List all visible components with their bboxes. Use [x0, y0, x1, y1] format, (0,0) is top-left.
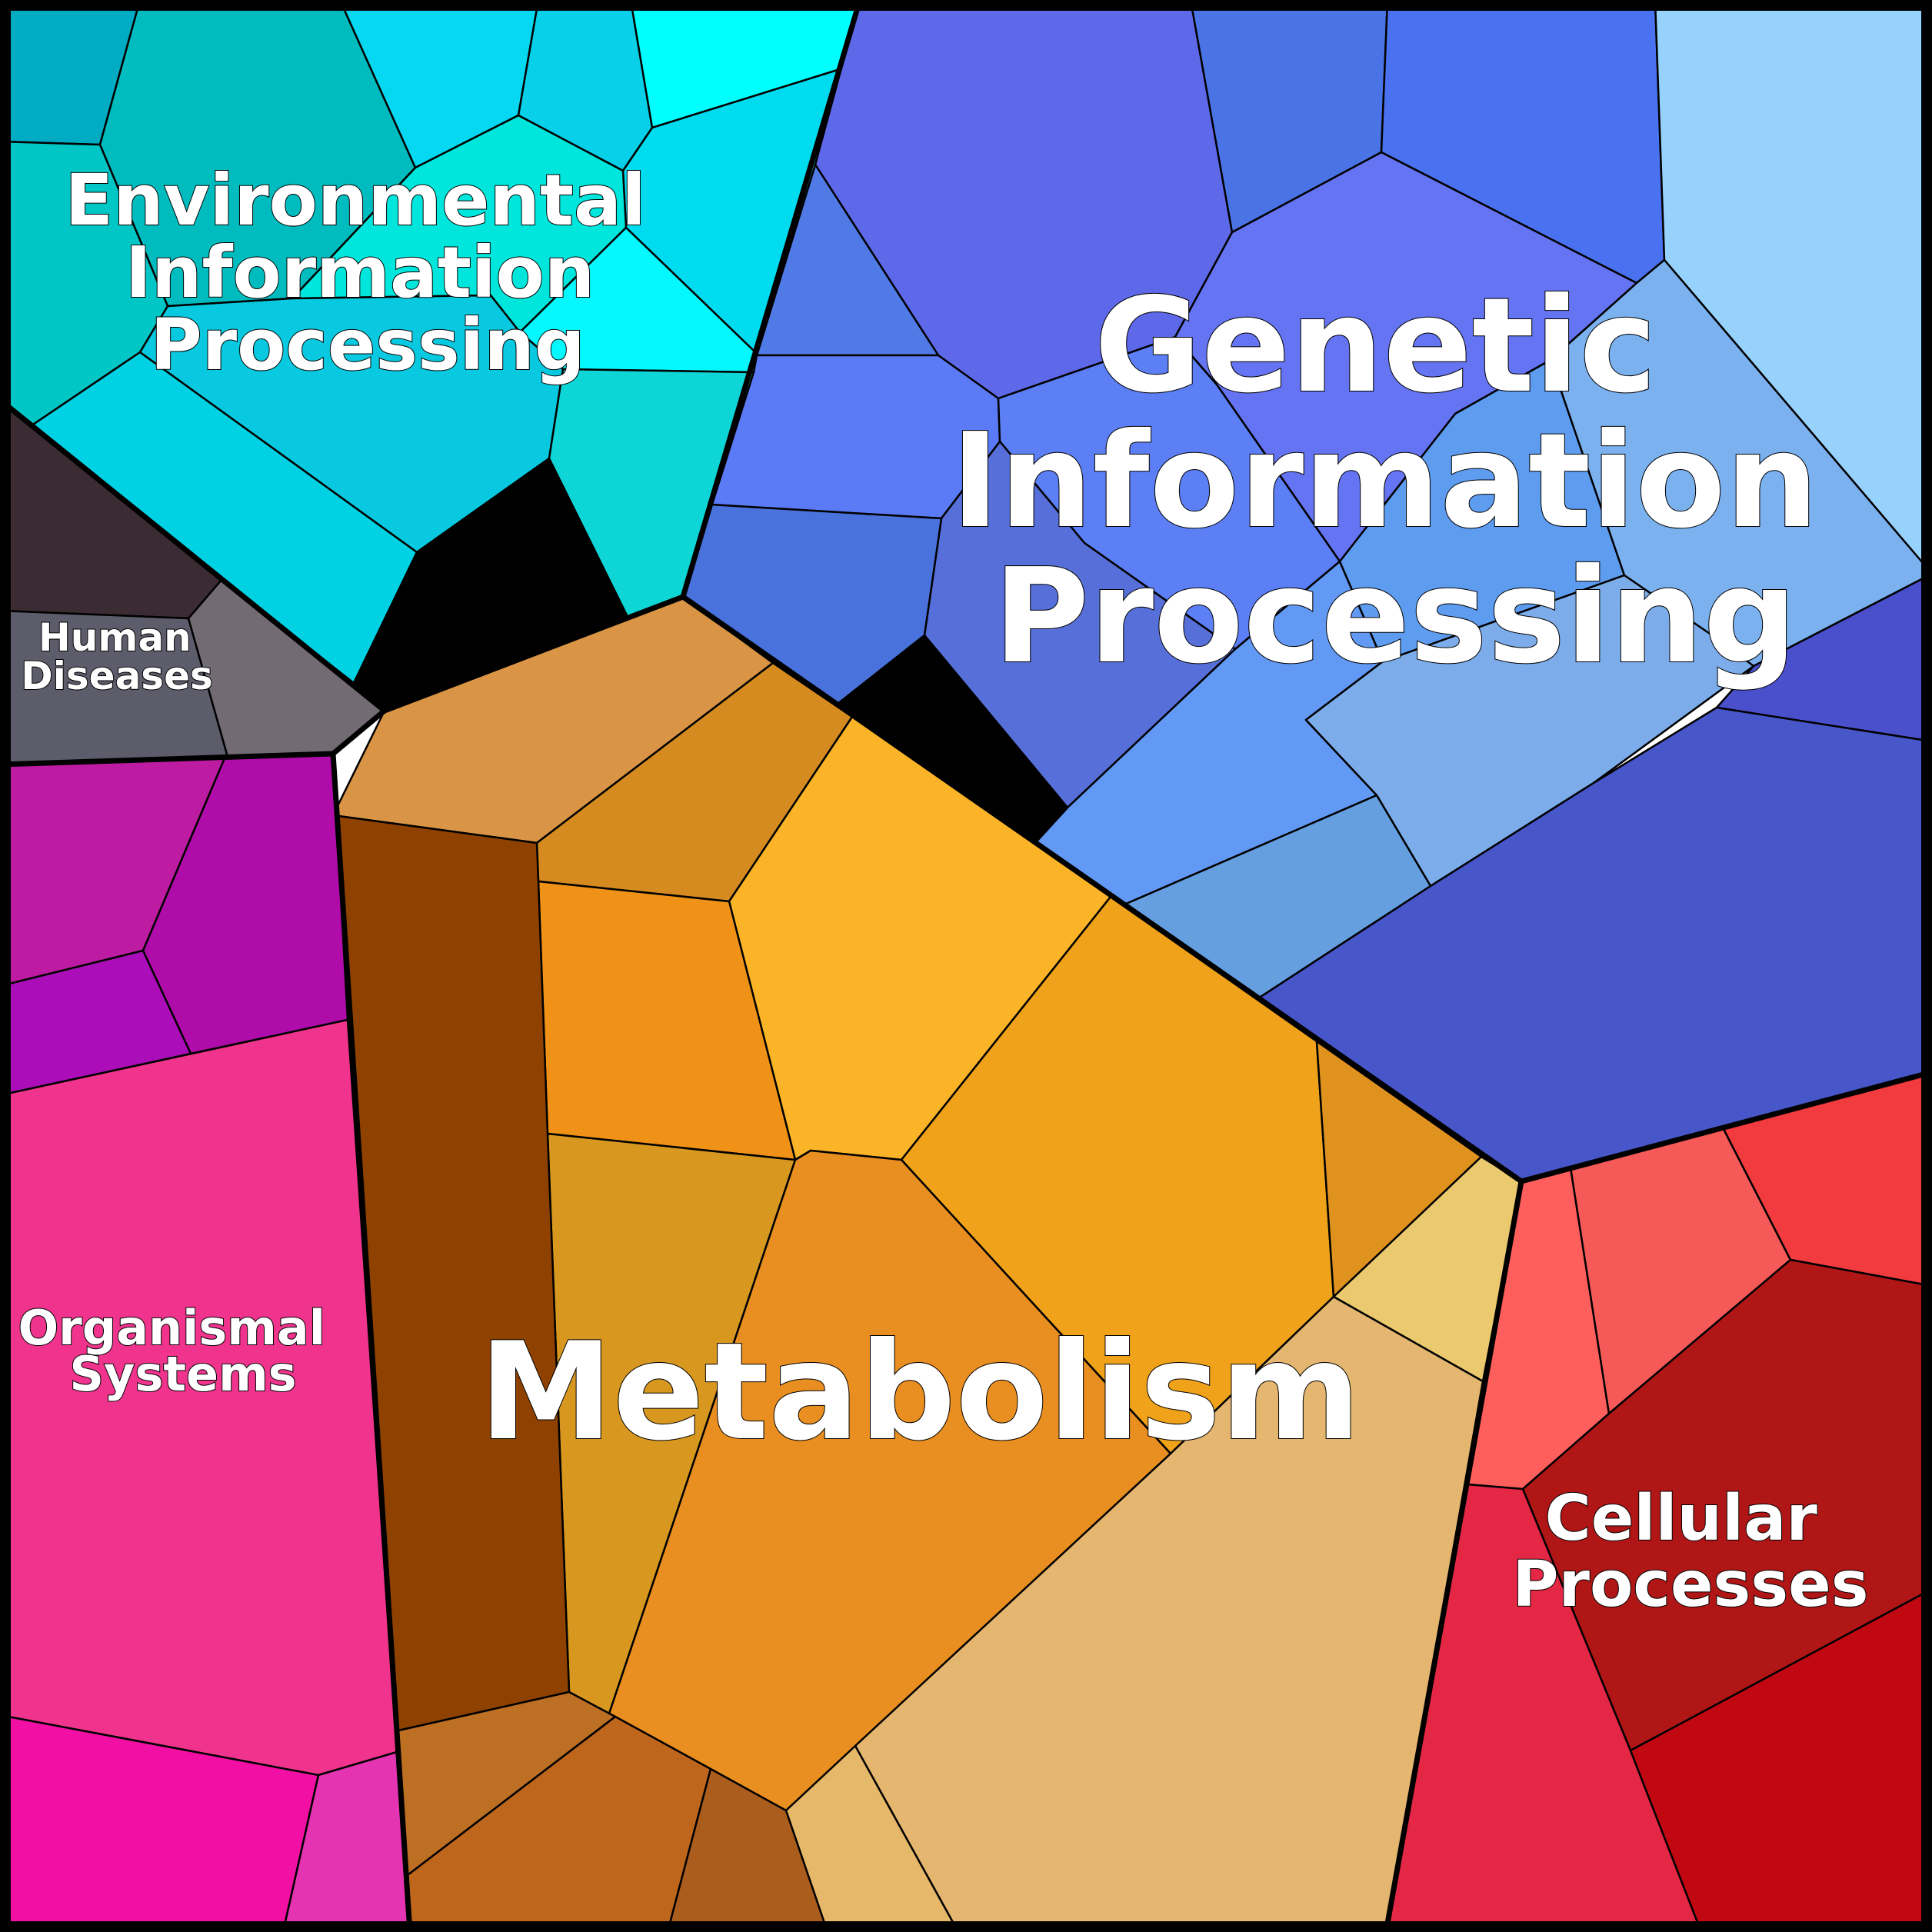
- genetic-cell[interactable]: [1654, 0, 1932, 575]
- label-line: Environmental: [65, 159, 645, 242]
- label-genetic-information-processing: Genetic Information Processing: [951, 270, 1864, 693]
- metabolism-cell[interactable]: [784, 1744, 960, 1932]
- metabolism-cell[interactable]: [666, 1767, 829, 1932]
- genetic-cell[interactable]: [1715, 572, 1932, 743]
- region-labels: Environmental Information Processing Gen…: [17, 158, 1869, 1622]
- label-line: Processes: [1512, 1548, 1868, 1621]
- organismal-cell[interactable]: [0, 1714, 320, 1932]
- label-line: Information: [125, 232, 595, 314]
- label-line: Cellular: [1545, 1482, 1818, 1555]
- label-line: Genetic: [1094, 270, 1657, 422]
- label-line: Processing: [994, 541, 1797, 693]
- label-metabolism: Metabolism: [479, 1314, 1361, 1471]
- label-line: Diseases: [21, 654, 213, 698]
- label-cellular-processes: Cellular Processes: [1512, 1482, 1868, 1621]
- label-organismal-systems: Organismal Systems: [18, 1300, 341, 1402]
- label-line: Information: [951, 405, 1818, 558]
- region-metabolism[interactable]: [331, 595, 1523, 1932]
- cellular-cell[interactable]: [1629, 1587, 1932, 1932]
- label-line: Human: [38, 615, 192, 660]
- region-environmental-information-processing[interactable]: [0, 0, 861, 712]
- label-line: Organismal: [18, 1300, 325, 1356]
- label-environmental-information-processing: Environmental Information Processing: [65, 159, 670, 386]
- label-line: Metabolism: [479, 1314, 1361, 1471]
- region-organismal-systems[interactable]: [0, 752, 411, 1932]
- label-line: Systems: [69, 1346, 296, 1402]
- region-human-diseases[interactable]: [0, 398, 386, 766]
- label-human-diseases: Human Diseases: [21, 615, 213, 698]
- region-genetic-information-processing[interactable]: [681, 0, 1932, 1183]
- organismal-cell[interactable]: [281, 1750, 411, 1932]
- label-line: Processing: [150, 304, 585, 386]
